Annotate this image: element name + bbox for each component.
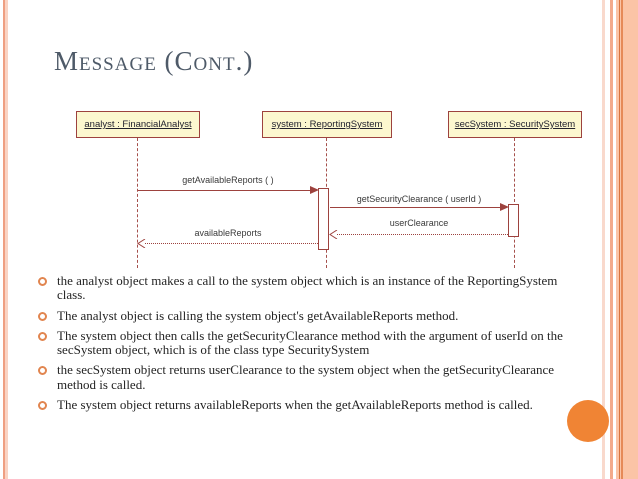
bullet-text: The analyst object is calling the system… [57, 307, 459, 323]
open-arrowhead-icon [137, 239, 146, 248]
bullet-text: The system object then calls the getSecu… [57, 327, 563, 358]
activation-bar-secsystem [508, 204, 519, 237]
left-border-line-outer [3, 0, 5, 479]
right-border-band [616, 0, 638, 479]
filled-arrowhead-icon [310, 186, 319, 194]
right-border-line-thin [610, 0, 613, 479]
actor-box-system: system : ReportingSystem [262, 111, 392, 138]
right-band-stripe [621, 0, 623, 479]
bullet-text: the secSystem object returns userClearan… [57, 362, 555, 392]
bullet-text: the analyst object makes a call to the s… [57, 273, 558, 303]
list-item: The system object then calls the getSecu… [38, 327, 590, 358]
left-border-line-inner [5, 0, 8, 479]
message-line-return [145, 243, 318, 244]
lifeline-analyst [137, 138, 138, 268]
slide-title: Message (Cont.) [54, 46, 254, 76]
sequence-diagram: analyst : FinancialAnalyst system : Repo… [74, 106, 588, 270]
bullet-text: The system object returns availableRepor… [57, 397, 533, 413]
bullet-circle-icon [38, 311, 47, 321]
bullet-circle-icon [38, 331, 47, 341]
actor-box-analyst: analyst : FinancialAnalyst [76, 111, 200, 138]
bullet-list: the analyst object makes a call to the s… [38, 273, 590, 418]
message-label-getavailablereports: getAvailableReports ( ) [182, 175, 274, 185]
list-item: the analyst object makes a call to the s… [38, 273, 590, 303]
message-label-getsecurityclearance: getSecurityClearance ( userId ) [356, 194, 482, 204]
actor-label: analyst : FinancialAnalyst [84, 119, 192, 130]
actor-label: system : ReportingSystem [271, 119, 383, 130]
message-line-call [330, 207, 502, 208]
bullet-circle-icon [38, 277, 47, 286]
lifeline-secsystem [514, 138, 515, 268]
message-line-call [138, 190, 312, 191]
message-line-return [337, 234, 508, 235]
right-band-stripe [619, 0, 620, 479]
list-item: The system object returns availableRepor… [38, 397, 590, 413]
open-arrowhead-icon [329, 230, 338, 239]
message-label-userclearance: userClearance [389, 218, 449, 228]
message-label-availablereports: availableReports [194, 228, 262, 238]
list-item: The analyst object is calling the system… [38, 307, 590, 323]
decorative-circle [567, 400, 609, 442]
activation-bar-system [318, 188, 329, 250]
filled-arrowhead-icon [500, 203, 509, 211]
actor-box-secsystem: secSystem : SecuritySystem [448, 111, 582, 138]
list-item: the secSystem object returns userClearan… [38, 363, 590, 392]
right-border-line-pale [602, 0, 605, 479]
bullet-circle-icon [38, 401, 47, 411]
actor-label: secSystem : SecuritySystem [454, 119, 576, 130]
bullet-circle-icon [38, 366, 47, 376]
